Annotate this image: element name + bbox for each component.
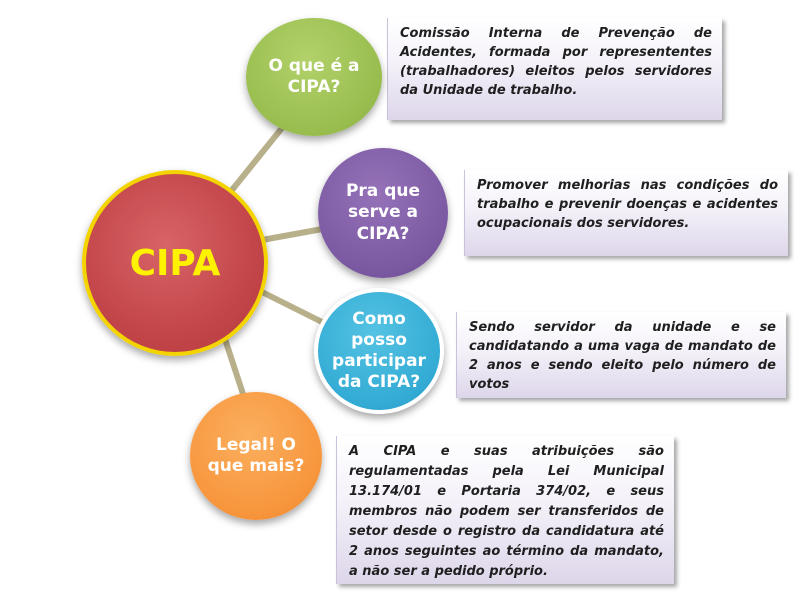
center-label: CIPA [129,242,221,284]
center-node: CIPA [82,170,268,356]
question-node-what-is: O que é a CIPA? [246,18,382,136]
answer-box-participate: Sendo servidor da unidade e se candidata… [456,312,786,398]
question-label-what-is: O que é a CIPA? [268,55,360,97]
answer-box-more: A CIPA e suas atribuições são regulament… [336,436,674,584]
question-node-purpose: Pra que serve a CIPA? [318,148,448,278]
connector-to-branch-4 [219,329,248,401]
question-label-more: Legal! O que mais? [207,434,305,476]
answer-text-what-is: Comissão Interna de Prevenção de Acident… [400,26,712,98]
connector-to-branch-3 [260,289,332,329]
question-label-participate: Como posso participar da CIPA? [332,308,426,393]
question-node-participate: Como posso participar da CIPA? [314,288,444,414]
connector-to-branch-2 [261,225,329,243]
answer-text-purpose: Promover melhorias nas condições do trab… [477,178,778,231]
question-node-more: Legal! O que mais? [190,392,322,520]
answer-box-purpose: Promover melhorias nas condições do trab… [464,170,788,256]
question-label-purpose: Pra que serve a CIPA? [345,181,421,244]
connector-to-branch-1 [225,116,293,197]
answer-text-participate: Sendo servidor da unidade e se candidata… [469,320,776,392]
answer-text-more: A CIPA e suas atribuições são regulament… [349,444,664,579]
answer-box-what-is: Comissão Interna de Prevenção de Acident… [387,18,722,120]
